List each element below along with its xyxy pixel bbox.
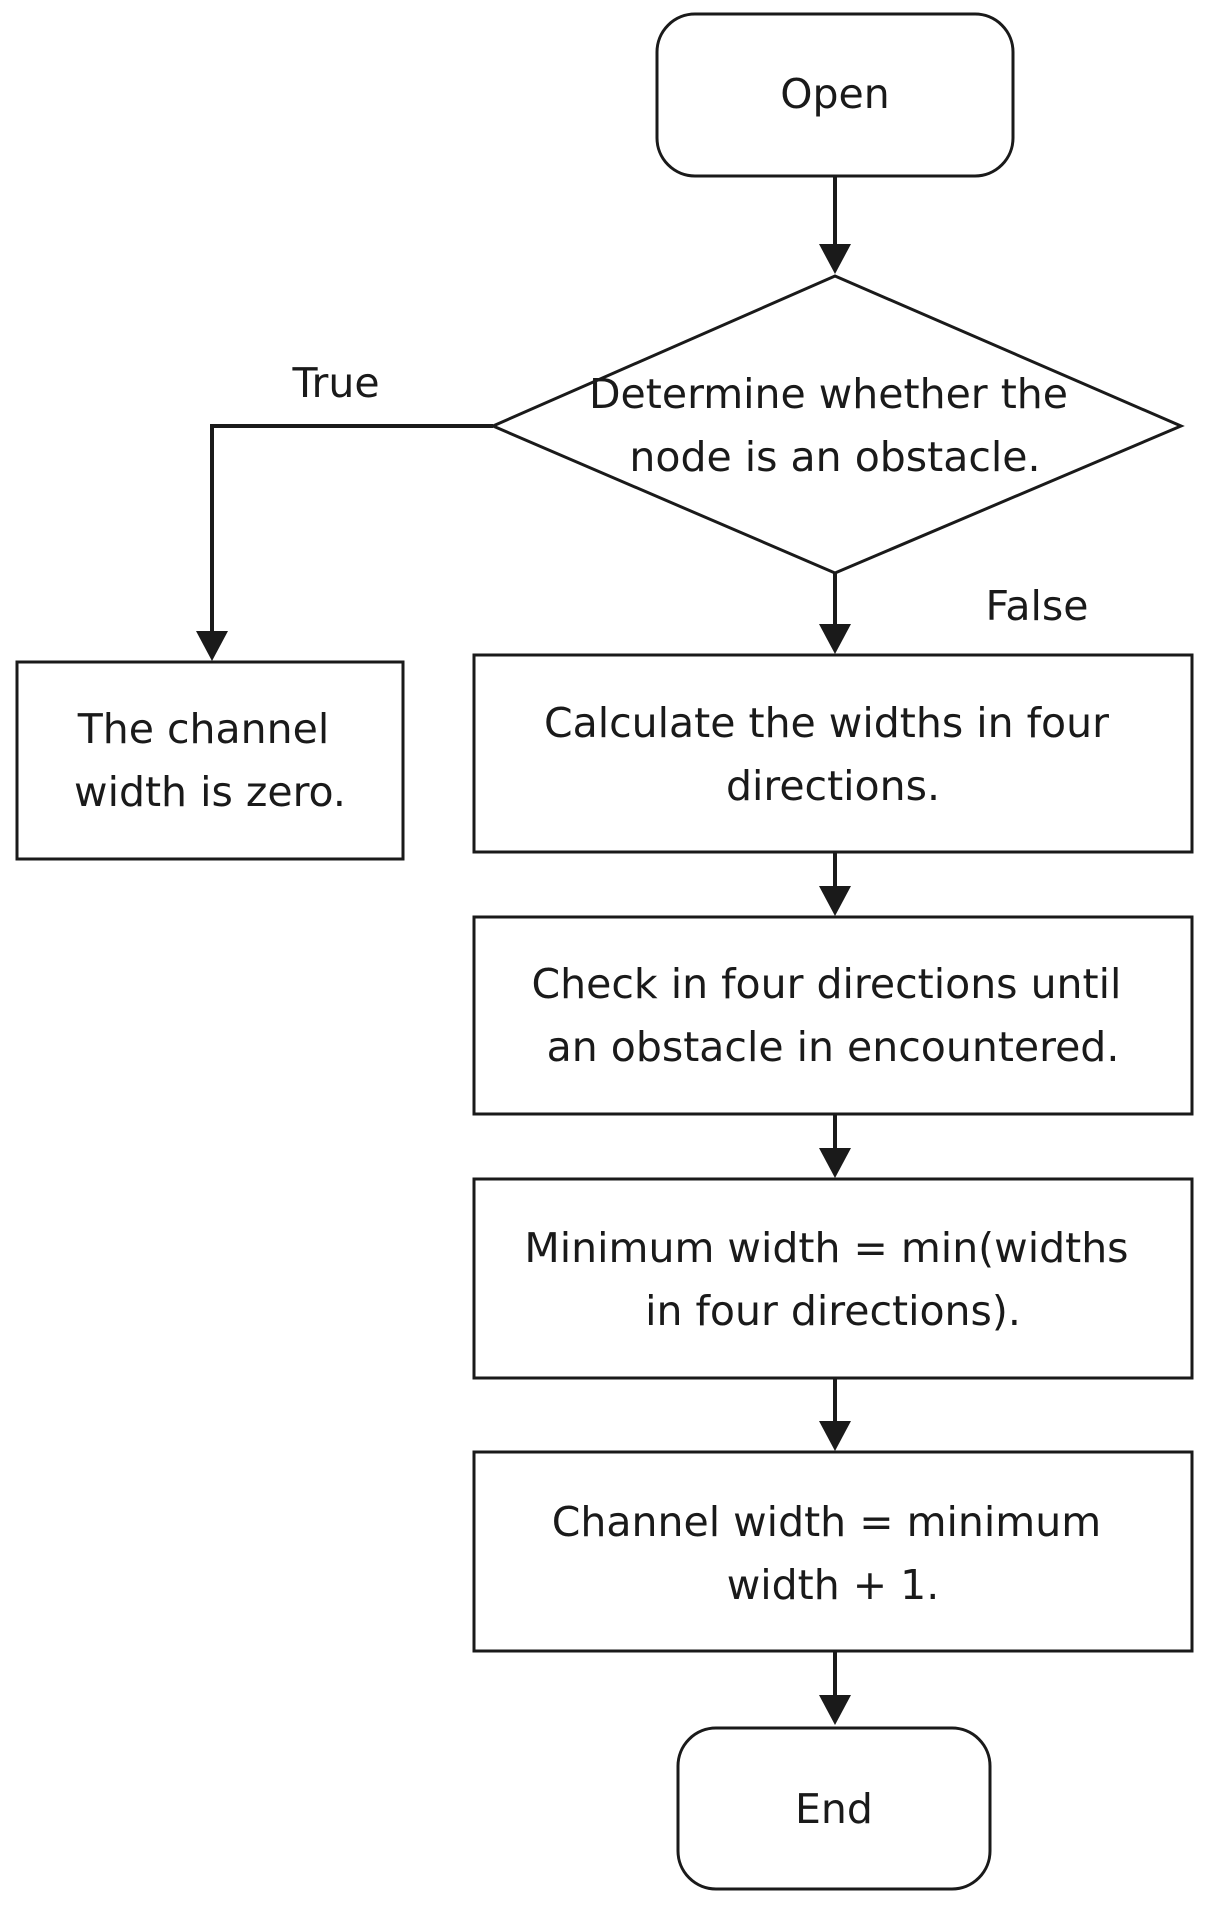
node-check: Check in four directions until an obstac… bbox=[472, 915, 1194, 1116]
minimum-process-shape bbox=[472, 1177, 1194, 1380]
decision-diamond-shape bbox=[489, 274, 1185, 575]
end-label: End bbox=[795, 1785, 873, 1833]
minimum-label: Minimum width = min(widths in four direc… bbox=[524, 1224, 1141, 1335]
arrowhead-check-to-minimum bbox=[819, 1148, 851, 1178]
check-label: Check in four directions until an obstac… bbox=[532, 960, 1135, 1071]
node-open: Open bbox=[655, 12, 1015, 178]
decision-label: Determine whether the node is an obstacl… bbox=[589, 370, 1081, 481]
node-zero: The channel width is zero. bbox=[15, 660, 405, 861]
channel-process-shape bbox=[472, 1450, 1194, 1653]
channel-label: Channel width = minimum width + 1. bbox=[552, 1498, 1114, 1609]
node-channel: Channel width = minimum width + 1. bbox=[472, 1450, 1194, 1653]
end-terminal-shape bbox=[676, 1726, 992, 1891]
calc-process-shape bbox=[472, 653, 1194, 854]
open-label: Open bbox=[780, 70, 890, 118]
arrowhead-minimum-to-channel bbox=[819, 1421, 851, 1451]
edges bbox=[196, 177, 851, 1725]
arrowhead-decision-to-zero bbox=[196, 631, 228, 661]
open-terminal-shape bbox=[655, 12, 1015, 178]
zero-process-shape bbox=[15, 660, 405, 861]
arrowhead-channel-to-end bbox=[819, 1695, 851, 1725]
check-process-shape bbox=[472, 915, 1194, 1116]
calc-label: Calculate the widths in four directions. bbox=[544, 699, 1122, 810]
arrowhead-open-to-decision bbox=[819, 244, 851, 274]
zero-label: The channel width is zero. bbox=[74, 705, 346, 816]
node-calc: Calculate the widths in four directions. bbox=[472, 653, 1194, 854]
node-end: End bbox=[676, 1726, 992, 1891]
true-label: True bbox=[291, 359, 379, 407]
false-label: False bbox=[986, 582, 1089, 630]
node-decision: Determine whether the node is an obstacl… bbox=[489, 274, 1185, 575]
arrowhead-decision-to-calc bbox=[819, 624, 851, 654]
arrowhead-calc-to-check bbox=[819, 886, 851, 916]
edge-decision-to-zero bbox=[210, 424, 493, 635]
node-minimum: Minimum width = min(widths in four direc… bbox=[472, 1177, 1194, 1380]
